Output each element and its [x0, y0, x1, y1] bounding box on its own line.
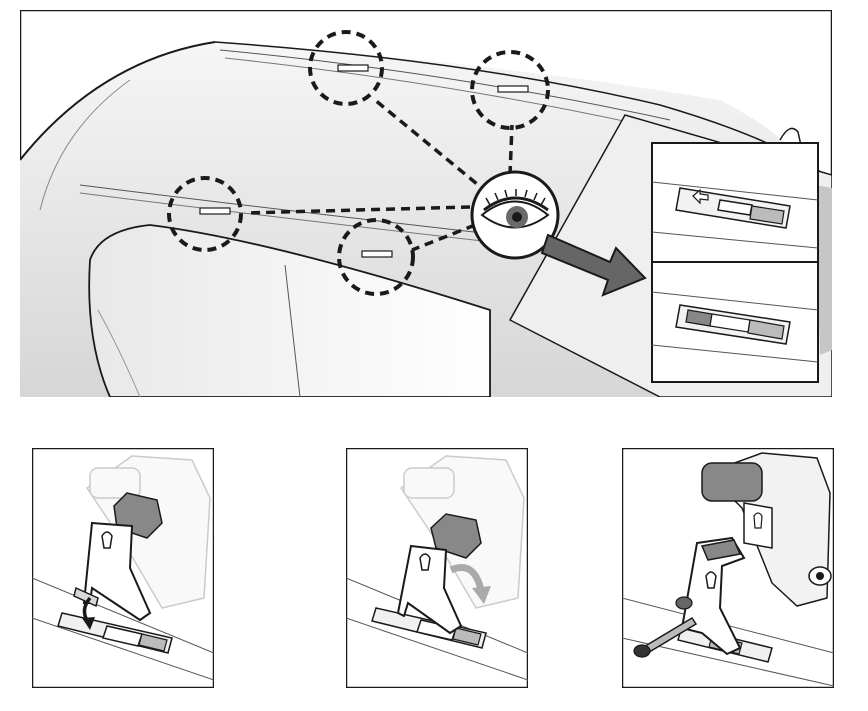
roof-curve-line	[39, 79, 131, 211]
inset-locked-state	[651, 291, 819, 363]
pin-insert-icon	[633, 596, 698, 658]
slot-shade	[452, 627, 482, 646]
door-seam	[284, 264, 301, 397]
inspection-circle-1	[308, 30, 384, 106]
main-overview-panel	[20, 10, 832, 397]
inspection-circle-3	[167, 176, 243, 252]
carrier-foot-pad	[701, 462, 763, 502]
step-3-panel	[622, 448, 834, 688]
rail-line-upper-b	[224, 57, 666, 131]
slot-mark-2	[497, 85, 529, 93]
rail-line-upper-a	[219, 49, 671, 121]
keyhole-slot	[705, 571, 717, 589]
latch-tab	[73, 586, 99, 608]
mounting-bracket	[396, 544, 463, 635]
inspection-circle-2	[470, 50, 550, 130]
slot-mark-3	[199, 207, 231, 215]
eye-icon	[470, 170, 560, 260]
inspection-circle-4	[337, 218, 415, 296]
keyhole-slot	[753, 512, 763, 529]
rail-line	[32, 617, 214, 681]
slot-mark-4	[361, 250, 393, 258]
slot-cover	[102, 625, 143, 647]
rail-line	[346, 617, 528, 681]
inset-unlocked-state	[651, 181, 819, 249]
step-2-illustration	[346, 448, 528, 688]
step-1-panel	[32, 448, 214, 688]
roof-rail-illustration	[20, 10, 832, 397]
step-3-illustration	[622, 448, 834, 688]
knob	[808, 566, 832, 586]
rail-line-lower-b	[79, 192, 501, 244]
keyhole-slot	[419, 553, 431, 571]
rail-line	[32, 577, 214, 654]
rotate-down-arrow-icon	[82, 596, 95, 630]
arrow-right-icon	[540, 233, 647, 297]
antenna-fin	[779, 127, 803, 151]
roof-edge-left	[20, 41, 216, 161]
step-1-illustration	[32, 448, 214, 688]
dashed-connectors	[244, 98, 514, 252]
step-2-panel	[346, 448, 528, 688]
side-contour	[97, 309, 141, 397]
keyhole-slot	[101, 531, 113, 549]
inspection-circles	[167, 30, 550, 296]
slot-shade	[138, 633, 168, 652]
detail-inset	[651, 142, 819, 383]
rail-line-lower-a	[79, 184, 501, 236]
slot-mark-1	[337, 64, 369, 72]
rotate-up-arrow-icon	[449, 564, 491, 604]
rear-shade	[815, 185, 832, 355]
bracket-cap	[700, 539, 742, 561]
